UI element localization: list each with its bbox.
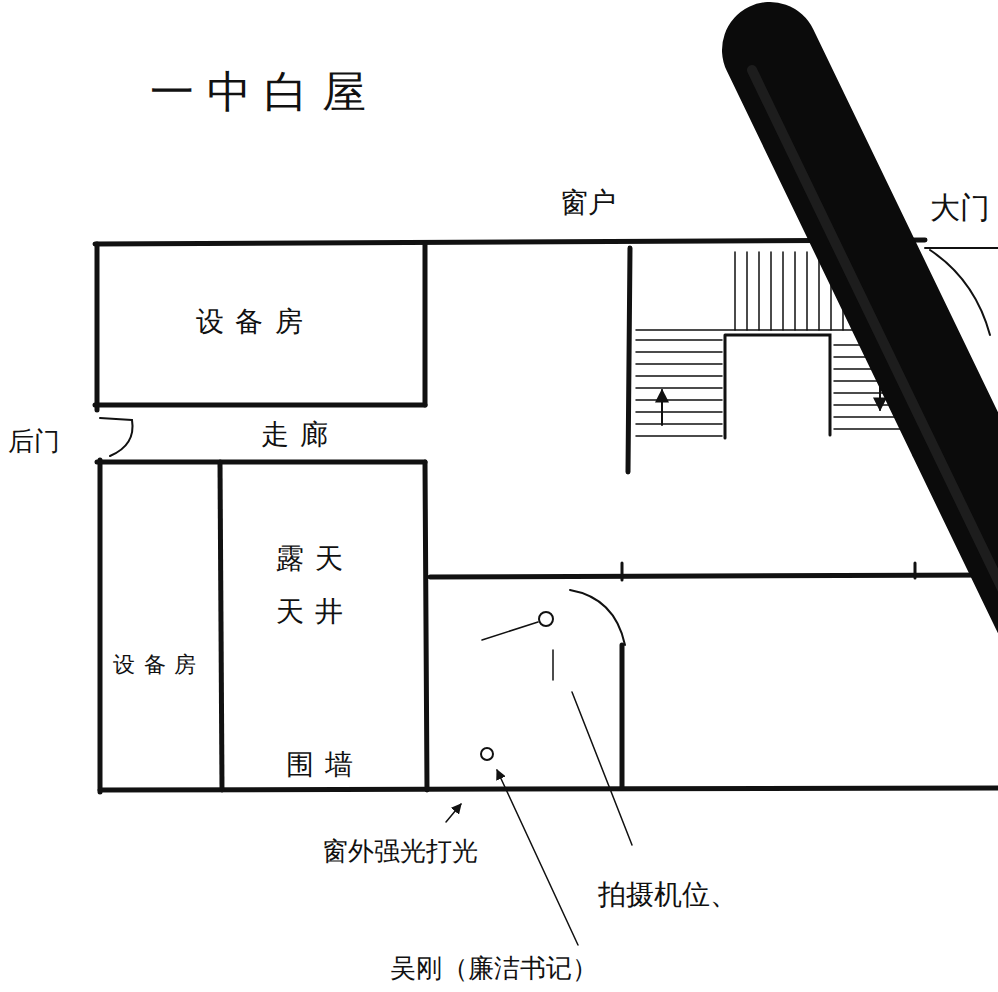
marker-pen bbox=[770, 50, 998, 610]
wall-label: 围墙 bbox=[286, 748, 364, 782]
room-label: 走廊 bbox=[261, 418, 339, 452]
room-area: 露天 天井围墙 bbox=[224, 465, 423, 788]
wall bbox=[628, 248, 630, 472]
wall bbox=[100, 788, 998, 790]
wall bbox=[620, 645, 625, 788]
room-area: 设备房 bbox=[100, 248, 423, 403]
room-label: 露天 天井 bbox=[269, 532, 361, 638]
door-leaf bbox=[100, 418, 132, 420]
camera-direction bbox=[552, 650, 554, 680]
wall bbox=[425, 462, 427, 790]
stair-arrow bbox=[661, 390, 663, 425]
wall bbox=[95, 403, 425, 408]
plan-note: 后门 bbox=[8, 426, 60, 457]
leader-line bbox=[446, 804, 461, 822]
wall bbox=[220, 462, 222, 790]
room-area: 设备房 bbox=[103, 465, 218, 788]
stair-core bbox=[725, 335, 830, 438]
wall bbox=[430, 575, 998, 577]
wall bbox=[95, 240, 925, 244]
plan-note: 窗外强光打光 bbox=[322, 836, 478, 867]
door-arc bbox=[570, 590, 625, 645]
plan-title: 一中白屋 bbox=[150, 66, 379, 119]
camera-direction bbox=[482, 622, 538, 640]
person-position bbox=[481, 748, 493, 760]
room-label: 设备房 bbox=[113, 652, 205, 678]
wall bbox=[97, 460, 425, 465]
wall bbox=[95, 244, 100, 410]
wall-stub bbox=[622, 563, 915, 580]
room-label: 设备房 bbox=[196, 305, 314, 339]
room-area: 走廊 bbox=[100, 408, 423, 460]
wall bbox=[423, 244, 428, 405]
plan-note: 吴刚（廉洁书记） bbox=[390, 953, 598, 984]
leader-line bbox=[497, 770, 578, 945]
camera-position bbox=[539, 612, 553, 626]
pen-highlight bbox=[752, 70, 998, 605]
leader-line bbox=[572, 692, 632, 845]
wall bbox=[98, 460, 103, 792]
wall bbox=[925, 247, 998, 249]
door-arc bbox=[110, 420, 133, 456]
stair-steps bbox=[636, 340, 722, 436]
plan-note: 大门 bbox=[930, 190, 990, 226]
plan-note: 拍摄机位、 bbox=[598, 878, 738, 912]
plan-note: 窗户 bbox=[560, 186, 616, 220]
